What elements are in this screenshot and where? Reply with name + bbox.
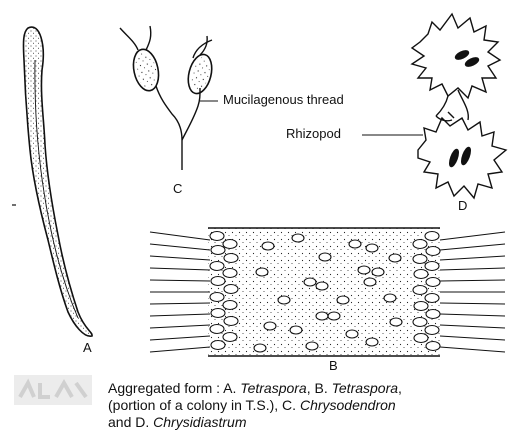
label-d: D	[458, 198, 467, 213]
caption-genus-tetraspora-1: Tetraspora	[240, 380, 306, 396]
caption-line-1: Aggregated form : A. Tetraspora, B. Tetr…	[108, 380, 402, 397]
label-rhizopod: Rhizopod	[286, 126, 341, 141]
watermark-smudge	[14, 375, 92, 405]
caption-line1-end: ,	[398, 380, 402, 396]
caption-line1-mid: , B.	[307, 380, 332, 396]
caption-genus-chrysodendron: Chrysodendron	[300, 397, 396, 413]
caption-line2-prefix: (portion of a colony in T.S.), C.	[108, 397, 300, 413]
caption-line1-prefix: Aggregated form : A.	[108, 380, 240, 396]
tetraspora-thallus-a	[12, 27, 92, 336]
caption-genus-chrysidiastrum: Chrysidiastrum	[153, 414, 246, 430]
chrysidiastrum-d	[362, 14, 506, 198]
caption-line3-prefix: and D.	[108, 414, 153, 430]
label-b: B	[329, 358, 338, 373]
caption-line-2: (portion of a colony in T.S.), C. Chryso…	[108, 397, 396, 414]
caption-genus-tetraspora-2: Tetraspora	[332, 380, 398, 396]
label-mucilagenous-thread: Mucilagenous thread	[223, 92, 344, 107]
caption-line-3: and D. Chrysidiastrum	[108, 414, 247, 431]
label-c: C	[173, 181, 182, 196]
tetraspora-section-b	[150, 228, 505, 356]
chrysodendron-c	[120, 26, 218, 170]
label-a: A	[83, 340, 92, 355]
